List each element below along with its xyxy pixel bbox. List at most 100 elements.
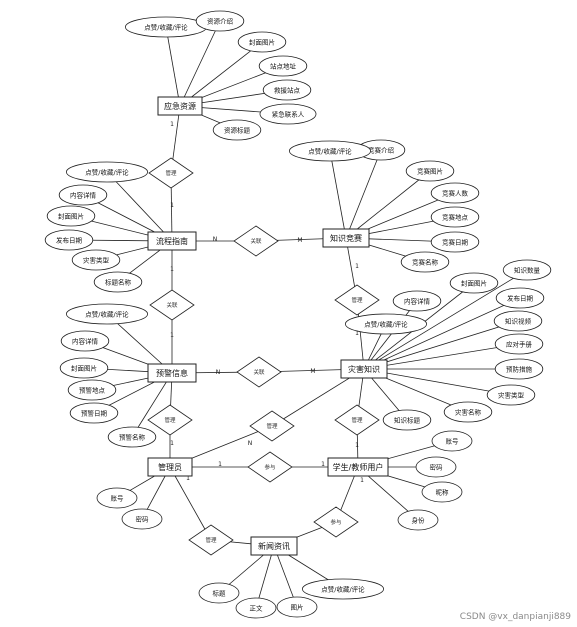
svg-text:昵称: 昵称: [436, 487, 450, 496]
cardinality-5: 1: [170, 332, 174, 339]
svg-text:管理: 管理: [351, 296, 363, 304]
svg-text:图片: 图片: [291, 602, 304, 611]
cardinality-6: 1: [355, 263, 359, 270]
entity-yjzy: 应急资源: [157, 96, 203, 116]
svg-text:预警信息: 预警信息: [156, 368, 188, 378]
attribute-yjzy-5: 紧急联系人: [259, 103, 317, 125]
attribute-yh-1: 密码: [415, 456, 457, 478]
svg-text:知识竞赛: 知识竞赛: [330, 233, 362, 243]
attribute-xwzx-0: 标题: [198, 582, 240, 604]
svg-text:灾害名称: 灾害名称: [455, 407, 482, 416]
attribute-yh-2: 昵称: [421, 481, 463, 503]
svg-text:新闻资讯: 新闻资讯: [258, 541, 290, 551]
svg-text:内容详情: 内容详情: [72, 336, 99, 345]
svg-text:发布日期: 发布日期: [507, 293, 534, 302]
svg-text:关联: 关联: [250, 237, 262, 245]
relationship-r10: 管理: [188, 524, 234, 556]
attribute-lczn-4: 灾害类型: [71, 249, 121, 271]
attribute-zsjy-1: 点赞/收藏/评论: [288, 140, 371, 162]
attribute-xwzx-1: 正文: [235, 597, 277, 619]
watermark: CSDN @vx_danpianji889: [459, 612, 571, 622]
svg-text:内容详情: 内容详情: [70, 190, 97, 199]
svg-text:资源标题: 资源标题: [224, 125, 251, 134]
svg-text:知识视频: 知识视频: [505, 316, 532, 325]
svg-text:紧急联系人: 紧急联系人: [272, 109, 305, 118]
cardinality-15: 1: [186, 475, 190, 482]
svg-text:身份: 身份: [412, 515, 426, 524]
svg-text:管理: 管理: [266, 422, 278, 430]
attribute-zhzs-4: 点赞/收藏/评论: [344, 313, 427, 335]
svg-text:管理: 管理: [205, 536, 217, 544]
svg-text:竞赛日期: 竞赛日期: [442, 237, 469, 246]
svg-text:关联: 关联: [166, 301, 178, 309]
attribute-lczn-0: 点赞/收藏/评论: [66, 161, 148, 183]
attribute-yjxx-0: 点赞/收藏/评论: [66, 303, 148, 325]
attribute-lczn-5: 标题名称: [93, 271, 143, 293]
cardinality-14: N: [248, 440, 253, 447]
attribute-yjxx-1: 内容详情: [60, 330, 110, 352]
relationship-r5: 关联: [236, 356, 282, 388]
svg-text:密码: 密码: [136, 514, 150, 523]
svg-text:资源介绍: 资源介绍: [207, 16, 234, 25]
attribute-zhzs-8: 灾害类型: [486, 384, 536, 406]
svg-text:发布日期: 发布日期: [56, 235, 83, 244]
attribute-zsjy-6: 竞赛名称: [400, 251, 450, 273]
entity-zsjy: 知识竞赛: [322, 228, 370, 248]
attribute-yjzy-1: 资源介绍: [195, 10, 245, 32]
svg-text:封面图片: 封面图片: [71, 363, 97, 372]
cardinality-0: 1: [170, 121, 174, 128]
svg-text:点赞/收藏/评论: 点赞/收藏/评论: [364, 319, 408, 328]
svg-text:封面图片: 封面图片: [58, 211, 84, 220]
cardinality-3: M: [297, 237, 302, 244]
entity-gly: 管理员: [147, 457, 193, 477]
svg-text:灾害类型: 灾害类型: [498, 390, 525, 399]
attribute-zhzs-9: 知识标题: [382, 409, 432, 431]
svg-text:竞赛名称: 竞赛名称: [412, 257, 439, 266]
svg-text:竞赛人数: 竞赛人数: [442, 188, 469, 197]
svg-text:标题: 标题: [213, 588, 227, 597]
svg-text:应急资源: 应急资源: [164, 101, 196, 111]
attribute-zhzs-3: 发布日期: [495, 287, 545, 309]
attribute-lczn-3: 发布日期: [44, 229, 94, 251]
svg-text:点赞/收藏/评论: 点赞/收藏/评论: [85, 167, 129, 176]
attribute-zhzs-1: 知识数量: [502, 259, 552, 281]
svg-text:流程指南: 流程指南: [156, 236, 188, 246]
svg-text:正文: 正文: [250, 603, 264, 612]
svg-text:灾害知识: 灾害知识: [348, 364, 380, 374]
entity-xwzx: 新闻资讯: [250, 536, 298, 556]
attribute-zsjy-2: 竞赛图片: [405, 160, 455, 182]
attribute-yjzy-2: 封面图片: [237, 31, 287, 53]
svg-text:站点地址: 站点地址: [270, 61, 297, 70]
relationship-r8: 管理: [249, 410, 295, 442]
attribute-zhzs-5: 知识视频: [493, 310, 543, 332]
attribute-zhzs-0: 封面图片: [449, 272, 499, 294]
relationship-r4: 管理: [334, 284, 380, 316]
cardinality-13: 1: [321, 461, 325, 468]
svg-text:救援站点: 救援站点: [274, 85, 301, 94]
svg-text:参与: 参与: [264, 463, 275, 471]
svg-text:预警地点: 预警地点: [79, 385, 106, 394]
attribute-zhzs-2: 内容详情: [392, 290, 442, 312]
svg-text:点赞/收藏/评论: 点赞/收藏/评论: [321, 584, 365, 593]
svg-text:管理员: 管理员: [158, 462, 182, 472]
attribute-yjzy-4: 救援站点: [262, 79, 312, 101]
entity-yjxx: 预警信息: [147, 363, 197, 383]
attribute-yjzy-0: 点赞/收藏/评论: [125, 16, 207, 38]
attribute-lczn-2: 封面图片: [46, 205, 96, 227]
attribute-lczn-1: 内容详情: [58, 184, 108, 206]
svg-text:点赞/收藏/评论: 点赞/收藏/评论: [144, 22, 188, 31]
svg-text:知识数量: 知识数量: [514, 265, 541, 274]
svg-text:点赞/收藏/评论: 点赞/收藏/评论: [85, 309, 129, 318]
attribute-yh-0: 账号: [431, 430, 473, 452]
entity-zhzs: 灾害知识: [340, 359, 388, 379]
cardinality-1: 1: [170, 202, 174, 209]
svg-text:竞赛地点: 竞赛地点: [442, 212, 469, 221]
attribute-zhzs-7: 预防措施: [494, 358, 544, 380]
attribute-zhzs-10: 灾害名称: [443, 401, 493, 423]
attribute-yh-3: 身份: [397, 509, 439, 531]
relationship-r3: 关联: [149, 289, 195, 321]
cardinality-16: 1: [360, 477, 364, 484]
relationship-r2: 关联: [233, 225, 279, 257]
entity-yh: 学生/教师用户: [327, 457, 389, 477]
svg-text:灾害类型: 灾害类型: [83, 255, 110, 264]
